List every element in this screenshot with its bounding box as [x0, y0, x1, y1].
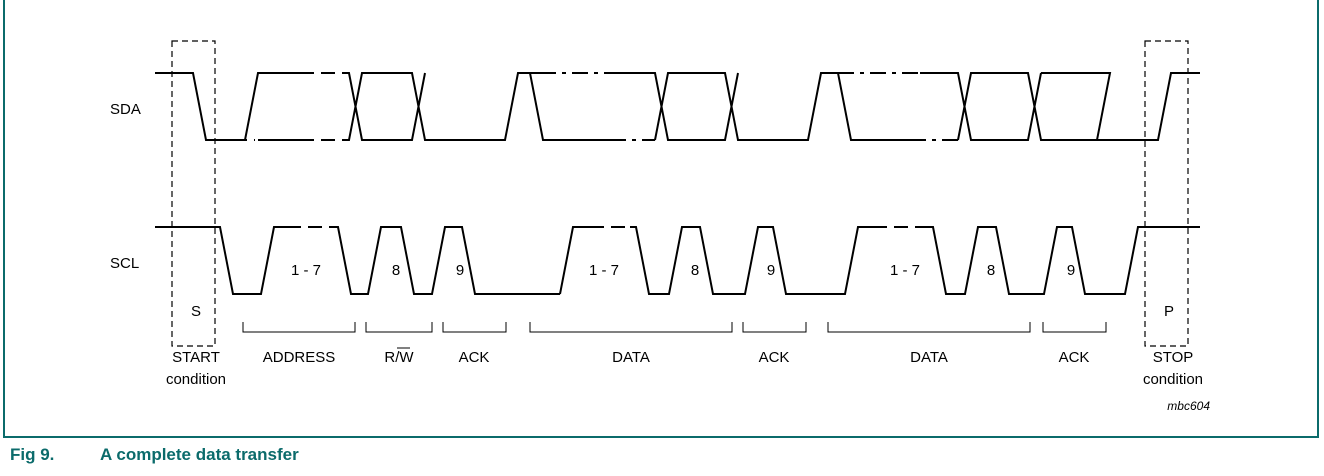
clock-label-ack-bit: 9 — [456, 262, 464, 279]
figure-caption: Fig 9. A complete data transfer — [10, 445, 299, 465]
segment-address: ADDRESS — [263, 349, 336, 366]
segment-data-1: DATA — [612, 349, 650, 366]
clock-label-ack3-bit: 9 — [1067, 262, 1075, 279]
timing-diagram: SDA SCL 1 - 7 8 9 1 - 7 8 9 1 - 7 8 9 S … — [110, 40, 1210, 413]
start-condition-box — [171, 40, 216, 347]
sda-waveform — [155, 72, 1200, 141]
stop-marker: P — [1164, 303, 1174, 320]
segment-start-line1: START — [172, 349, 220, 366]
clock-label-address-bits: 1 - 7 — [291, 262, 321, 279]
clock-label-rw-bit: 8 — [392, 262, 400, 279]
figure-title: A complete data transfer — [100, 445, 299, 464]
scl-label: SCL — [110, 255, 139, 272]
segment-ack-2: ACK — [759, 349, 790, 366]
segment-ack-3: ACK — [1059, 349, 1090, 366]
figure-frame — [3, 0, 1319, 438]
segment-ack-1: ACK — [459, 349, 490, 366]
clock-label-data1-bit8: 8 — [691, 262, 699, 279]
clock-label-ack2-bit: 9 — [767, 262, 775, 279]
scl-waveform — [155, 226, 1200, 295]
segment-stop-line1: STOP — [1153, 349, 1194, 366]
segment-start-line2: condition — [166, 371, 226, 388]
start-marker: S — [191, 303, 201, 320]
segment-brackets — [242, 322, 1107, 333]
clock-label-data2-bit8: 8 — [987, 262, 995, 279]
segment-rw: R/W — [384, 349, 414, 366]
sda-label: SDA — [110, 101, 141, 118]
clock-label-data1-bits: 1 - 7 — [589, 262, 619, 279]
stop-condition-box — [1144, 40, 1189, 347]
figure-number: Fig 9. — [10, 445, 55, 464]
segment-data-2: DATA — [910, 349, 948, 366]
segment-stop-line2: condition — [1143, 371, 1203, 388]
reference-code: mbc604 — [1167, 399, 1210, 413]
clock-label-data2-bits: 1 - 7 — [890, 262, 920, 279]
